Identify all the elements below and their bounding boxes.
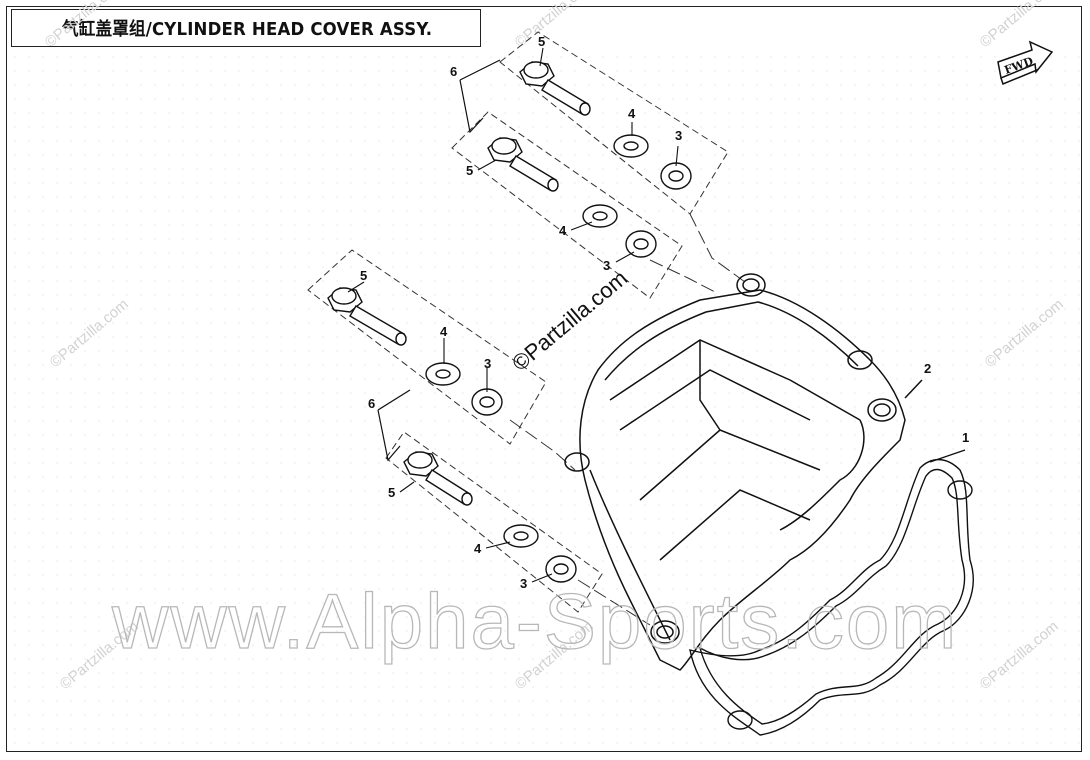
group-box-4	[385, 431, 603, 613]
diagram-title: 气缸盖罩组/CYLINDER HEAD COVER ASSY.	[62, 19, 433, 40]
callout-3d: 3	[520, 576, 527, 591]
callout-5c: 5	[360, 268, 367, 283]
callout-4d: 4	[474, 541, 482, 556]
callout-4a: 4	[628, 106, 636, 121]
callout-5b: 5	[466, 163, 473, 178]
title-box: 气缸盖罩组/CYLINDER HEAD COVER ASSY.	[11, 9, 481, 47]
group-box-3	[307, 249, 547, 445]
callout-6-brackets	[377, 59, 501, 462]
diagram-frame	[6, 6, 1082, 752]
fastener-set-4	[403, 451, 577, 583]
callout-6a: 6	[450, 64, 457, 79]
callout-2: 2	[924, 361, 931, 376]
cover-gasket	[689, 449, 974, 736]
callout-4b: 4	[559, 223, 567, 238]
callout-3a: 3	[675, 128, 682, 143]
callout-4c: 4	[440, 324, 448, 339]
background-grid	[8, 50, 1080, 750]
callout-3b: 3	[603, 258, 610, 273]
callout-labels: 1 2 3 3 3 3 4 4 4 4 5 5 5 5 6 6	[360, 34, 969, 591]
cylinder-head-cover	[564, 273, 923, 671]
fastener-set-3	[327, 287, 503, 416]
callout-3c: 3	[484, 356, 491, 371]
callout-leaders	[347, 47, 679, 583]
watermark-corner-tl: ©Partzilla.com	[42, 0, 127, 51]
watermark-corner-tc: ©Partzilla.com	[512, 0, 597, 51]
fastener-set-1	[519, 61, 692, 190]
watermark-corner-tr: ©Partzilla.com	[977, 0, 1062, 51]
callout-1: 1	[962, 430, 969, 445]
callout-5d: 5	[388, 485, 395, 500]
watermark-main: www.Alpha-Sports.com	[111, 577, 958, 665]
group-box-2	[451, 111, 683, 299]
callout-6b: 6	[368, 396, 375, 411]
fastener-group-boxes	[307, 31, 729, 613]
callout-5a: 5	[538, 34, 545, 49]
fastener-set-2	[487, 137, 657, 258]
